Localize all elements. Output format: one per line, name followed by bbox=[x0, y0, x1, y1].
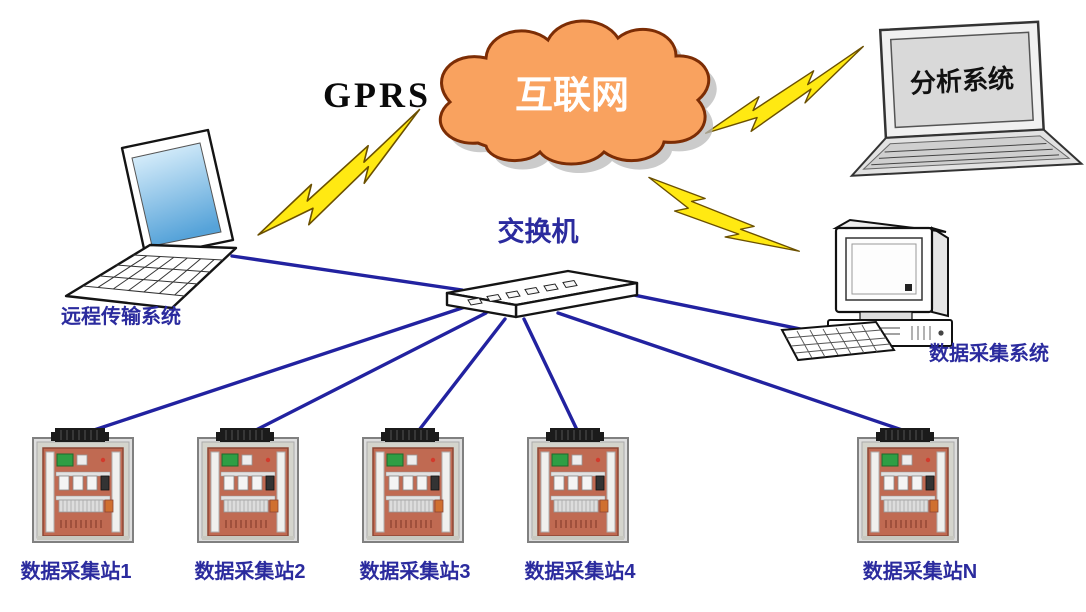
gprs-label: GPRS bbox=[323, 75, 431, 115]
lightning-bolt-gprs-icon bbox=[238, 108, 445, 248]
station-cabinet-4 bbox=[527, 427, 629, 543]
station-label-N: 数据采集站N bbox=[863, 559, 977, 583]
daq-system-label: 数据采集系统 bbox=[929, 341, 1049, 365]
station-cabinet-1 bbox=[32, 427, 134, 543]
station-cabinet-N bbox=[857, 427, 959, 543]
internet-label: 互联网 bbox=[515, 75, 629, 117]
line-switch-daq bbox=[632, 293, 817, 334]
cloud-shape bbox=[438, 19, 711, 166]
station-cabinet-2 bbox=[197, 427, 299, 543]
remote-system-label: 远程传输系统 bbox=[61, 304, 181, 328]
switch-icon bbox=[445, 269, 639, 319]
analysis-system-label: 分析系统 bbox=[909, 63, 1014, 98]
lightning-bolt-analysis-icon bbox=[694, 45, 879, 145]
line-switch-station3 bbox=[414, 317, 507, 436]
station-label-1: 数据采集站1 bbox=[20, 559, 131, 583]
line-laptop-switch bbox=[230, 254, 464, 292]
switch-label: 交换机 bbox=[498, 216, 579, 247]
station-cabinet-3 bbox=[362, 427, 464, 543]
station-label-3: 数据采集站3 bbox=[359, 559, 470, 583]
station-label-4: 数据采集站4 bbox=[524, 559, 636, 583]
remote-transmission-laptop-icon bbox=[64, 128, 238, 310]
internet-cloud: 互联网 bbox=[438, 19, 717, 174]
daq-computer-icon bbox=[780, 218, 953, 362]
station-label-2: 数据采集站2 bbox=[194, 559, 305, 583]
lightning-bolt-daq-icon bbox=[641, 149, 800, 288]
line-switch-station4 bbox=[522, 317, 580, 434]
line-switch-stationN bbox=[556, 311, 910, 434]
line-switch-station2 bbox=[250, 311, 488, 434]
connection-lines bbox=[86, 254, 910, 436]
analysis-system-laptop-icon: 分析系统 bbox=[849, 20, 1084, 177]
line-switch-station1 bbox=[86, 304, 470, 434]
